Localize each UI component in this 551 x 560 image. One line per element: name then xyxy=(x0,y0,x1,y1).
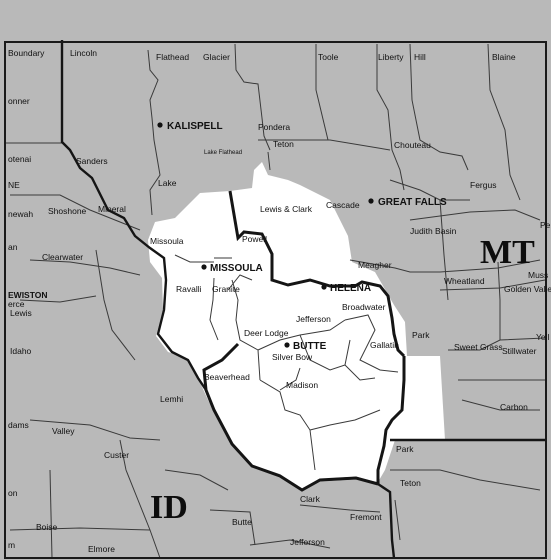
service-area xyxy=(148,162,445,490)
county-label-deer-lodge: Deer Lodge xyxy=(244,328,289,338)
city-label-missoula: MISSOULA xyxy=(210,263,263,274)
county-label-cascade: Cascade xyxy=(326,200,360,210)
county-label-sweet-grass: Sweet Grass xyxy=(454,342,503,352)
county-label-an-cut: an xyxy=(8,242,18,252)
county-label-yellowstone: Yell xyxy=(536,332,550,342)
county-label-lake: Lake xyxy=(158,178,177,188)
county-label-golden-valley: Golden Valley xyxy=(504,284,551,294)
county-label-pe-cut: Pe xyxy=(540,220,551,230)
county-label-missoula: Missoula xyxy=(150,236,184,246)
county-label-lewis-id: Lewis xyxy=(10,308,32,318)
city-dot-great-falls xyxy=(368,198,374,204)
county-label-sanders: Sanders xyxy=(76,156,108,166)
county-label-lemhi: Lemhi xyxy=(160,394,183,404)
county-label-lincoln: Lincoln xyxy=(70,48,97,58)
city-label-butte: BUTTE xyxy=(293,341,327,352)
county-label-custer: Custer xyxy=(104,450,129,460)
county-label-idaho: Idaho xyxy=(10,346,32,356)
county-label-gem: m xyxy=(8,540,15,550)
county-label-elmore: Elmore xyxy=(88,544,115,554)
county-label-wheatland: Wheatland xyxy=(444,276,485,286)
county-label-valley: Valley xyxy=(52,426,75,436)
city-dot-butte xyxy=(284,342,290,348)
county-label-beaverhead: Beaverhead xyxy=(204,372,250,382)
county-label-judith-basin: Judith Basin xyxy=(410,226,457,236)
county-label-on-cut: on xyxy=(8,488,18,498)
county-label-boundary: Boundary xyxy=(8,48,45,58)
county-label-park-wy: Park xyxy=(396,444,414,454)
county-label-flathead: Flathead xyxy=(156,52,189,62)
city-label-great-falls: GREAT FALLS xyxy=(378,197,447,208)
county-label-fremont: Fremont xyxy=(350,512,382,522)
county-label-mineral: Mineral xyxy=(98,204,126,214)
county-label-granite: Granite xyxy=(212,284,240,294)
county-label-madison: Madison xyxy=(286,380,318,390)
county-label-park-mt: Park xyxy=(412,330,430,340)
county-label-shoshone: Shoshone xyxy=(48,206,87,216)
county-label-jefferson-id: Jefferson xyxy=(290,537,325,547)
county-label-ravalli: Ravalli xyxy=(176,284,202,294)
county-label-fergus: Fergus xyxy=(470,180,496,190)
county-label-chouteau: Chouteau xyxy=(394,140,431,150)
county-label-stillwater: Stillwater xyxy=(502,346,537,356)
county-label-kootenai: otenai xyxy=(8,154,31,164)
county-label-pondera: Pondera xyxy=(258,122,290,132)
county-label-gallatin: Gallatin xyxy=(370,340,399,350)
county-label-meagher: Meagher xyxy=(358,260,392,270)
state-label-id: ID xyxy=(150,489,188,526)
county-label-hill: Hill xyxy=(414,52,426,62)
county-label-bonner: onner xyxy=(8,96,30,106)
county-label-glacier: Glacier xyxy=(203,52,230,62)
city-label-lewiston: EWISTON xyxy=(8,290,48,300)
county-label-ne-cut: NE xyxy=(8,180,20,190)
city-label-kalispell: KALISPELL xyxy=(167,121,223,132)
county-label-silver-bow: Silver Bow xyxy=(272,352,313,362)
county-label-nez-perce: erce xyxy=(8,299,25,309)
county-label-carbon: Carbon xyxy=(500,402,528,412)
map-frame xyxy=(4,41,547,559)
county-label-benewah: newah xyxy=(8,209,33,219)
state-label-mt: MT xyxy=(480,234,535,271)
city-label-helena: HELENA xyxy=(330,283,371,294)
county-label-broadwater: Broadwater xyxy=(342,302,386,312)
county-label-clark: Clark xyxy=(300,494,321,504)
city-dot-kalispell xyxy=(157,122,163,128)
city-dot-missoula xyxy=(201,264,207,270)
county-label-toole: Toole xyxy=(318,52,339,62)
county-label-liberty: Liberty xyxy=(378,52,404,62)
state-boundary xyxy=(60,40,545,559)
county-label-butte-id: Butte xyxy=(232,517,252,527)
county-label-adams: dams xyxy=(8,420,29,430)
county-label-lewis-clark: Lewis & Clark xyxy=(260,204,313,214)
county-label-teton-mt: Teton xyxy=(273,139,294,149)
city-dot-helena xyxy=(321,284,327,290)
county-label-boise: Boise xyxy=(36,522,58,532)
county-label-clearwater: Clearwater xyxy=(42,252,83,262)
county-label-blaine: Blaine xyxy=(492,52,516,62)
county-label-jefferson: Jefferson xyxy=(296,314,331,324)
county-label-teton-wy: Teton xyxy=(400,478,421,488)
county-label-musselshell: Muss xyxy=(528,270,548,280)
county-label-lake-flathead: Lake Flathead xyxy=(204,150,242,156)
county-label-powell: Powell xyxy=(242,234,267,244)
